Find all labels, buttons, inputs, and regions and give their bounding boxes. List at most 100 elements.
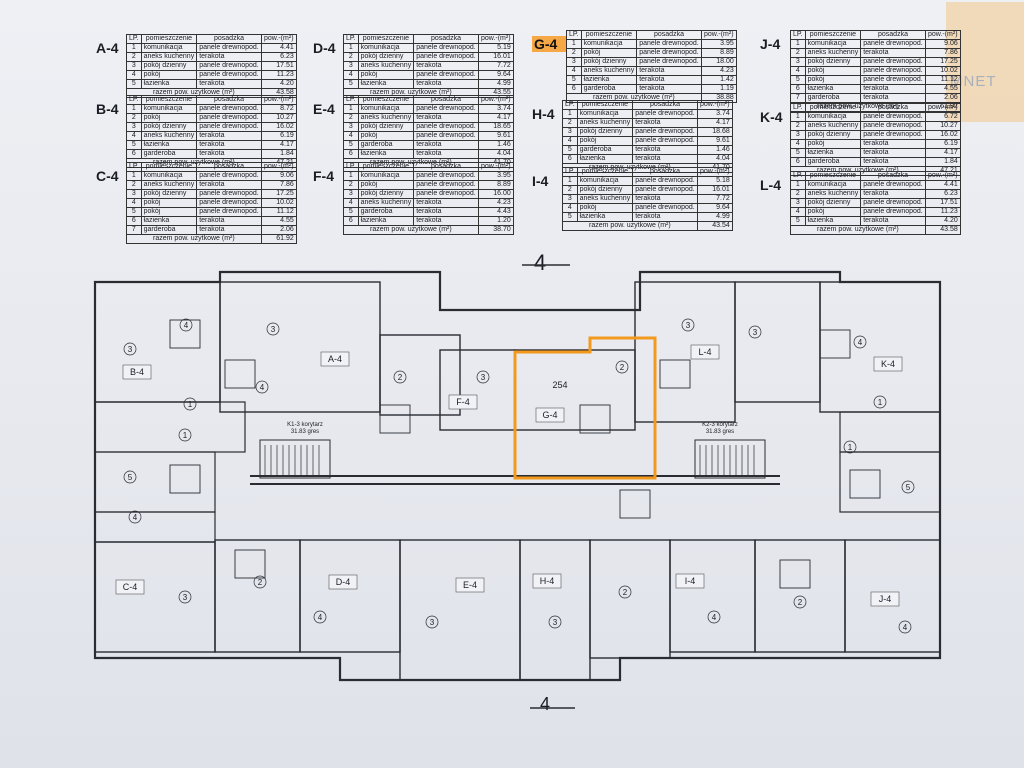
unit-label-f-4: F-4 xyxy=(456,397,470,407)
room-number-circle xyxy=(681,318,695,332)
room-number-circle xyxy=(253,575,267,589)
unit-label-j-4: J-4 xyxy=(879,594,892,604)
staircase xyxy=(694,439,766,479)
unit-label-l-4: L-4 xyxy=(698,347,711,357)
room-number: 4 xyxy=(318,613,323,622)
apartment-label: K-4 xyxy=(760,109,783,125)
unit-label-box xyxy=(328,574,358,590)
room-number: 3 xyxy=(430,618,435,627)
bathroom xyxy=(579,404,611,434)
bathroom xyxy=(169,319,201,349)
room xyxy=(514,349,636,431)
unit-label-box xyxy=(690,344,720,360)
room-number: 4 xyxy=(133,513,138,522)
room-number: 4 xyxy=(260,383,265,392)
room-number-circle xyxy=(178,428,192,442)
room xyxy=(839,451,941,513)
unit-label-box xyxy=(870,591,900,607)
corridor-area: 31.83 gres xyxy=(706,429,734,435)
room-number-circle xyxy=(843,440,857,454)
apartment-label: H-4 xyxy=(532,106,555,122)
room-number: 3 xyxy=(753,328,758,337)
unit-label-c-4: C-4 xyxy=(123,582,138,592)
room-number: 3 xyxy=(128,345,133,354)
room xyxy=(439,349,516,431)
apartment-label: I-4 xyxy=(532,173,549,189)
room-number-circle xyxy=(476,370,490,384)
room-number: 2 xyxy=(798,598,803,607)
room xyxy=(299,539,401,653)
room-number-circle xyxy=(748,325,762,339)
bathroom xyxy=(659,359,691,389)
room-number-circle xyxy=(707,610,721,624)
unit-label-h-4: H-4 xyxy=(540,576,555,586)
room xyxy=(399,539,521,681)
unit-label-d-4: D-4 xyxy=(336,577,351,587)
bathroom xyxy=(849,469,881,499)
bathroom xyxy=(169,464,201,494)
room-number-circle xyxy=(179,318,193,332)
room xyxy=(94,451,216,513)
room-number: 2 xyxy=(398,373,403,382)
unit-label-box xyxy=(455,577,485,593)
room-number-circle xyxy=(123,342,137,356)
room-number: 3 xyxy=(553,618,558,627)
unit-label-k-4: K-4 xyxy=(881,359,895,369)
room-number: 3 xyxy=(686,321,691,330)
room xyxy=(94,281,221,403)
unit-label-box xyxy=(675,573,705,589)
room xyxy=(214,539,301,653)
apartment-label: B-4 xyxy=(96,101,119,117)
unit-label-box xyxy=(873,356,903,372)
unit-label-box xyxy=(115,579,145,595)
apartment-label: C-4 xyxy=(96,168,119,184)
room-number: 1 xyxy=(188,400,193,409)
room xyxy=(94,511,216,543)
room xyxy=(379,334,461,416)
staircase xyxy=(259,439,331,479)
unit-label-g-4: G-4 xyxy=(542,410,557,420)
unit-label-box xyxy=(448,394,478,410)
room-number: 1 xyxy=(183,431,188,440)
room xyxy=(634,281,736,423)
